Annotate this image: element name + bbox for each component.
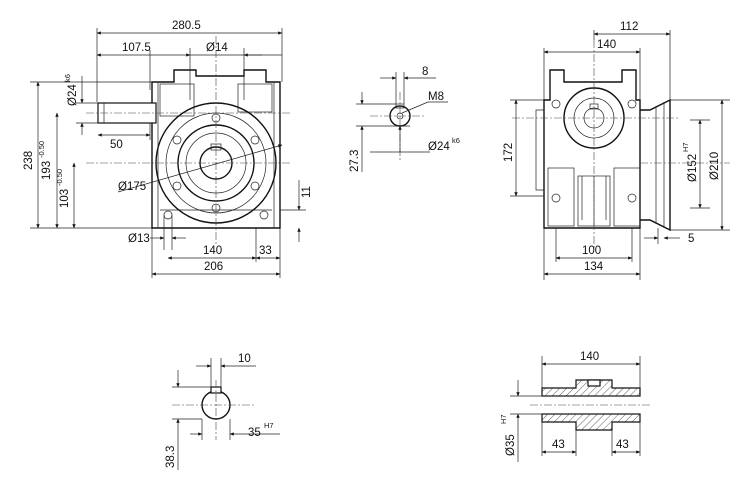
side-view: 112 140 172 Ø152 H7 Ø210 5 100 134 — [503, 21, 730, 280]
dim-dia-24-k6: Ø24 — [67, 84, 79, 106]
front-view: 280.5 107.5 Ø14 50 238 193 -0.50 103 -0.… — [23, 20, 313, 278]
dim-35-bore: 35 — [248, 427, 261, 439]
dim-43-right: 43 — [616, 439, 629, 451]
dim-33: 33 — [259, 245, 272, 257]
dim-172: 172 — [503, 143, 515, 162]
dim-107-5: 107.5 — [122, 42, 151, 54]
tol-h7-bore: H7 — [264, 421, 274, 430]
dim-dia-13: Ø13 — [128, 233, 150, 245]
dim-140-front: 140 — [203, 245, 222, 257]
hollow-shaft-section: 140 Ø35 H7 43 43 — [499, 351, 652, 462]
dim-50: 50 — [110, 139, 123, 151]
dim-dia-175: Ø175 — [118, 181, 146, 193]
tol-k6-detail: k6 — [452, 136, 460, 145]
dim-27-3: 27.3 — [349, 150, 361, 172]
dim-10: 10 — [238, 353, 251, 365]
label-m8: M8 — [428, 91, 444, 103]
bore-detail: 10 38.3 35 H7 — [165, 353, 280, 470]
tol-k6: k6 — [63, 74, 72, 82]
tol-193: -0.50 — [37, 141, 46, 158]
dim-43-left: 43 — [552, 439, 565, 451]
shaft-end-detail: 8 M8 27.3 Ø24 k6 — [349, 66, 460, 172]
dim-dia-35-shaft: Ø35 — [505, 434, 517, 456]
tol-h7-shaft: H7 — [499, 414, 508, 424]
dim-5: 5 — [688, 233, 694, 245]
dim-134: 134 — [584, 261, 604, 273]
dim-11: 11 — [301, 186, 313, 198]
dim-38-3: 38.3 — [165, 446, 177, 468]
dim-8: 8 — [422, 66, 428, 78]
dim-140-side: 140 — [597, 39, 616, 51]
tol-103: -0.50 — [55, 169, 64, 186]
dim-103: 103 — [59, 189, 71, 208]
dim-206: 206 — [204, 261, 223, 273]
dim-dia-14: Ø14 — [206, 42, 228, 54]
dim-dia-210: Ø210 — [709, 152, 721, 180]
dim-280-5: 280.5 — [172, 20, 201, 32]
dim-100: 100 — [582, 245, 601, 257]
dim-dia-24-k6-detail: Ø24 — [428, 141, 450, 153]
tol-h7-152: H7 — [681, 142, 690, 152]
dim-dia-152: Ø152 — [687, 154, 699, 182]
dim-112: 112 — [620, 21, 638, 33]
dim-140-shaft: 140 — [580, 351, 599, 363]
dim-193: 193 — [41, 161, 53, 180]
dim-238: 238 — [23, 151, 35, 170]
